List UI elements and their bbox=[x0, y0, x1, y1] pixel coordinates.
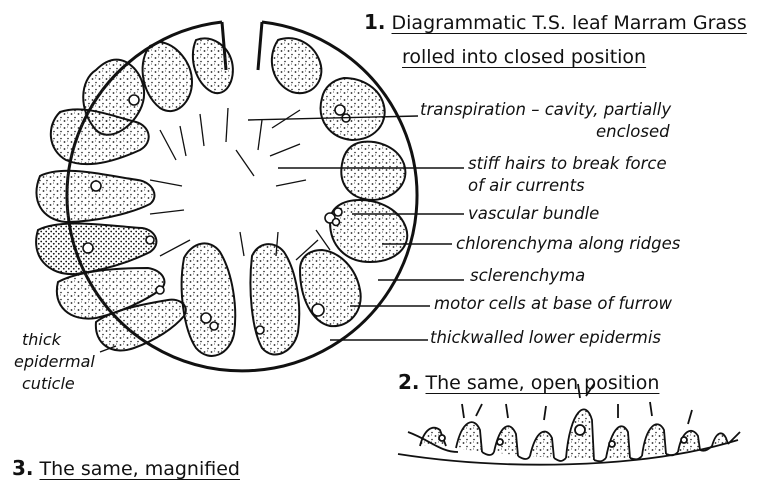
figure3-title-text: The same, magnified bbox=[40, 458, 240, 480]
figure1-number: 1. bbox=[364, 10, 386, 34]
stiff-hairs bbox=[150, 108, 330, 260]
label-stiff-hairs: stiff hairs to break force bbox=[468, 156, 667, 173]
figure1-title-line2: rolled into closed position bbox=[402, 48, 646, 67]
label-transpiration-cavity-line2: enclosed bbox=[596, 124, 670, 141]
figure2-number: 2. bbox=[398, 370, 420, 394]
label-cuticle-line1: thick bbox=[22, 332, 61, 348]
label-cuticle-line2: epidermal bbox=[14, 354, 95, 370]
label-motor-cells: motor cells at base of furrow bbox=[434, 296, 672, 313]
figure3-number: 3. bbox=[12, 456, 34, 480]
label-chlorenchyma: chlorenchyma along ridges bbox=[456, 236, 680, 253]
label-cuticle-line3: cuticle bbox=[22, 376, 75, 392]
ridges bbox=[36, 38, 407, 356]
figure1-title-line1: 1. Diagrammatic T.S. leaf Marram Grass bbox=[364, 12, 747, 33]
label-sclerenchyma: sclerenchyma bbox=[470, 268, 585, 285]
label-vascular-bundle: vascular bundle bbox=[468, 206, 599, 223]
figure2-title: 2. The same, open position bbox=[398, 372, 659, 393]
open-position-diagram bbox=[398, 384, 740, 465]
label-stiff-hairs-line2: of air currents bbox=[468, 178, 585, 195]
figure2-title-text: The same, open position bbox=[426, 372, 660, 394]
label-transpiration-cavity: transpiration – cavity, partially bbox=[420, 102, 671, 119]
figure3-title: 3. The same, magnified bbox=[12, 458, 240, 479]
label-lower-epidermis: thickwalled lower epidermis bbox=[430, 330, 661, 347]
figure1-title-text: Diagrammatic T.S. leaf Marram Grass bbox=[392, 12, 747, 34]
